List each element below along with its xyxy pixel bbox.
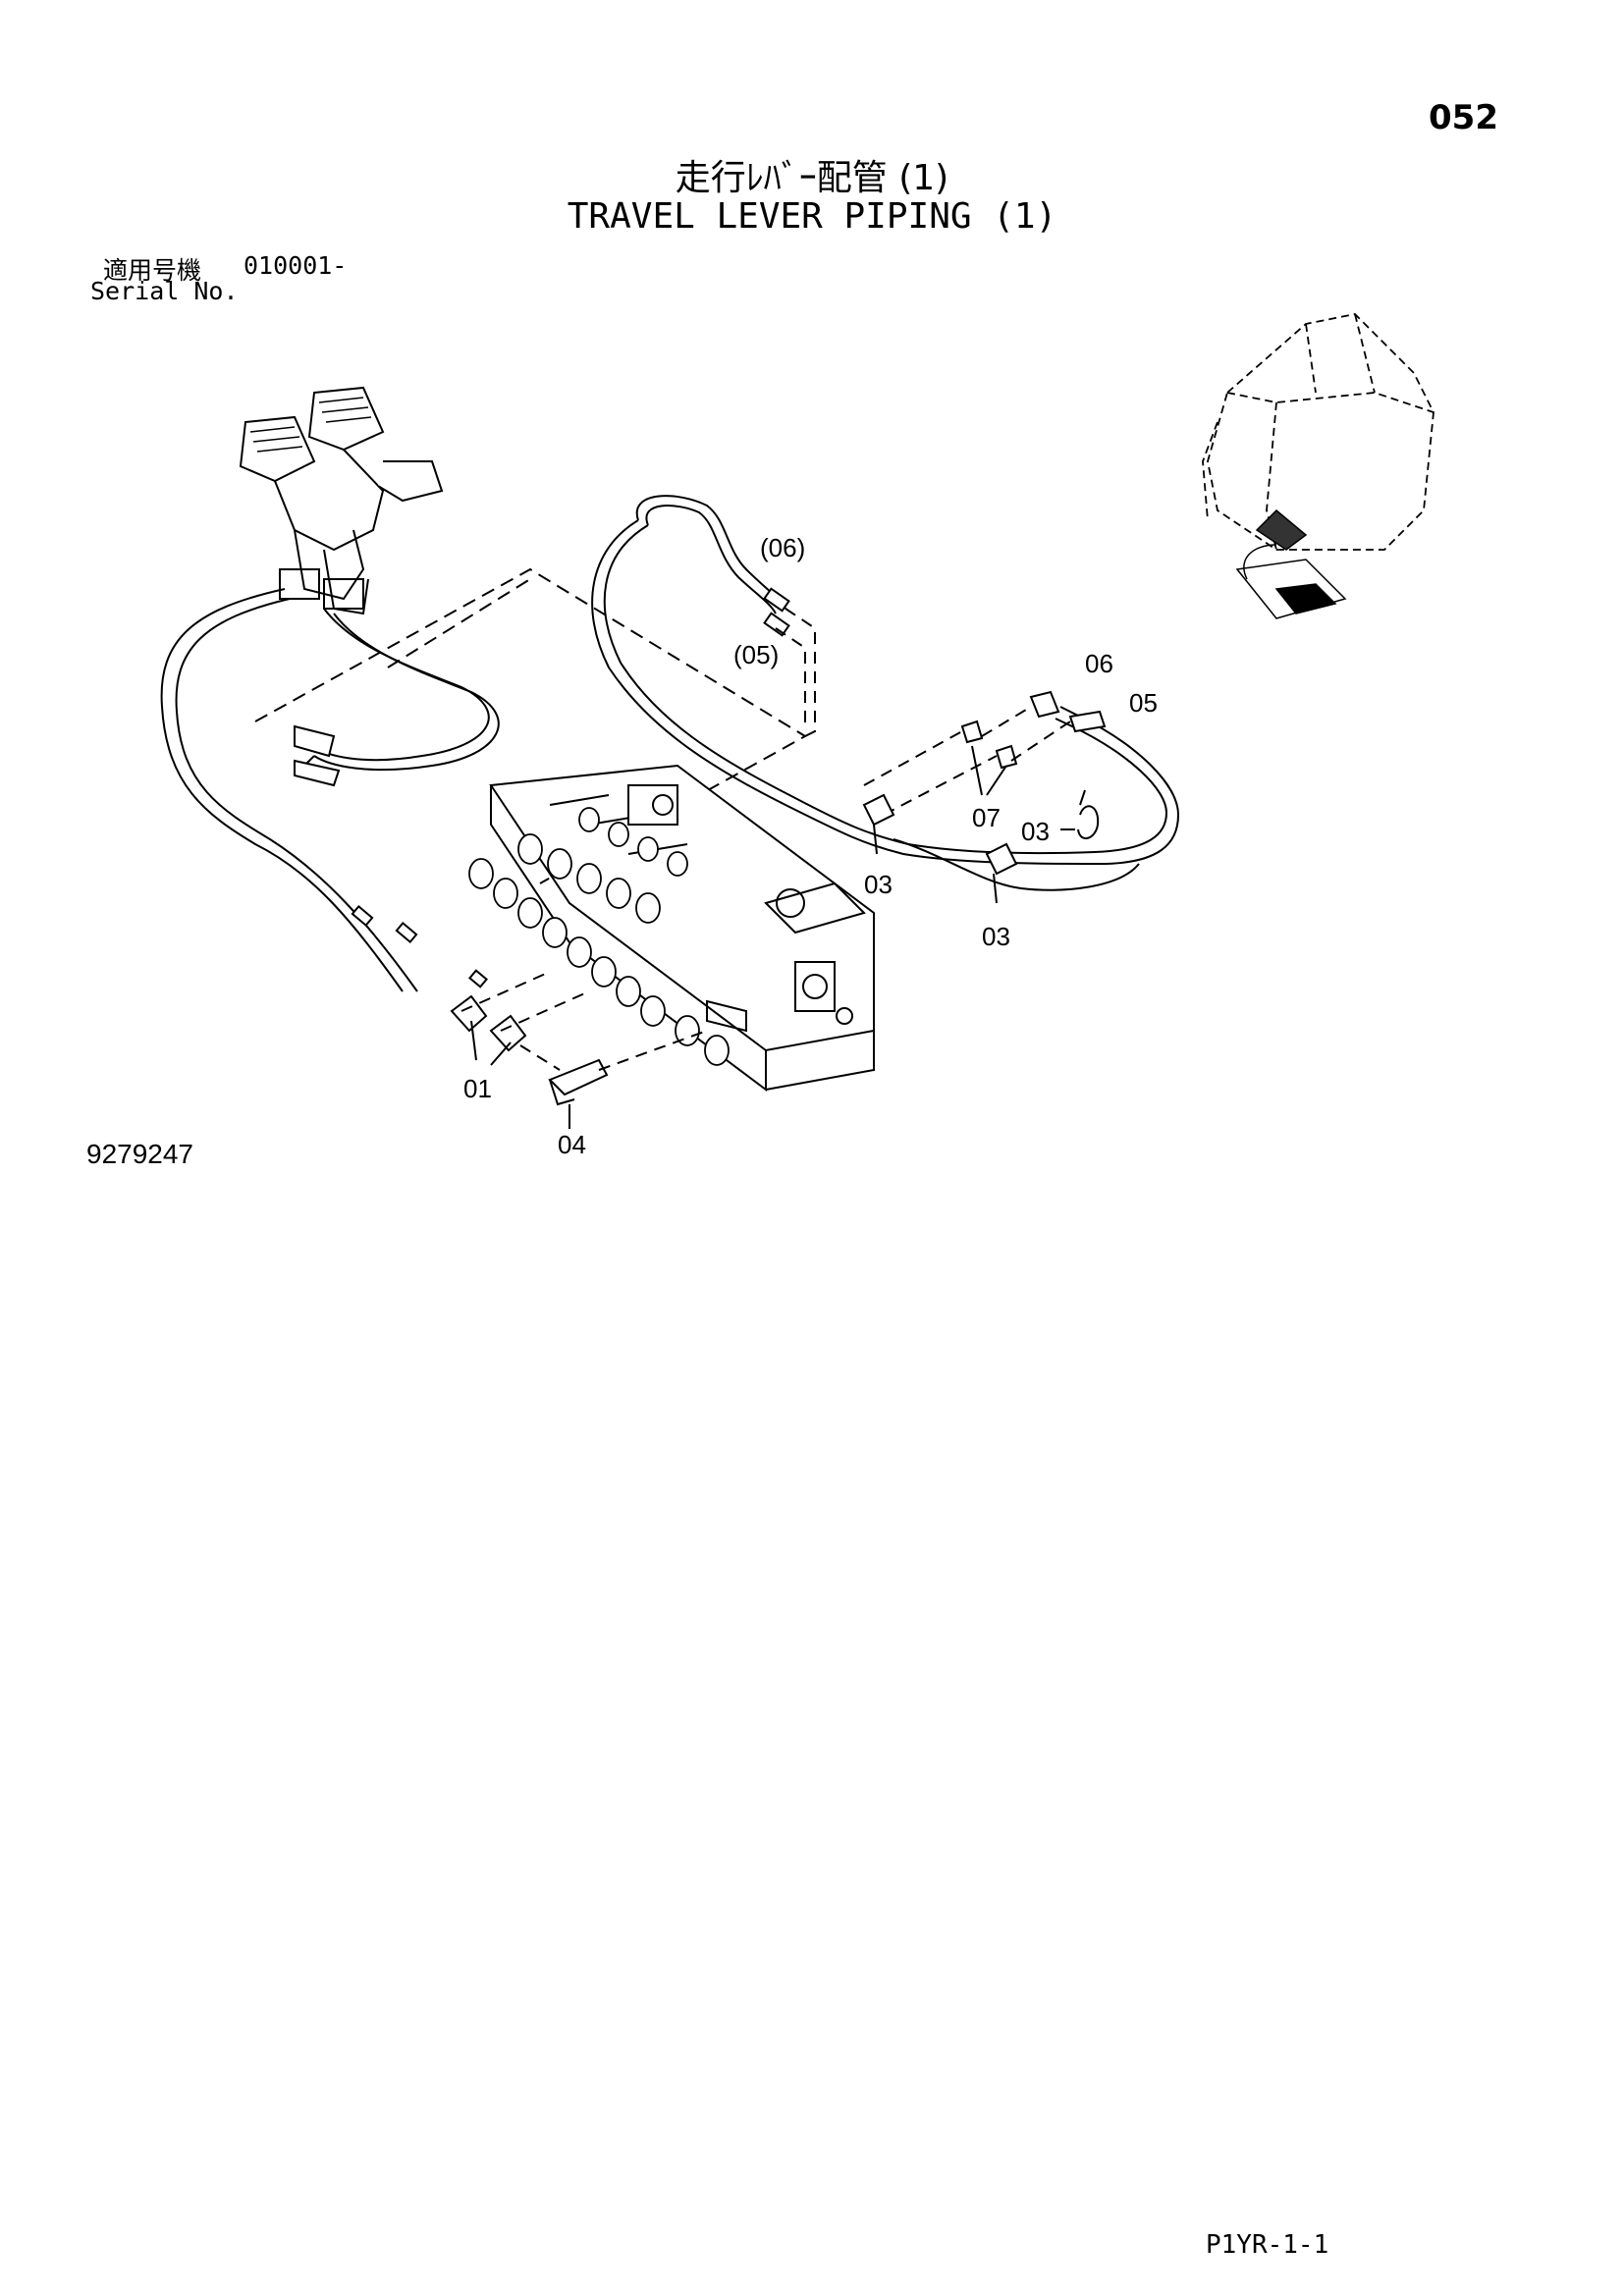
callout-07: 07 bbox=[972, 803, 1001, 832]
travel-pedal-assembly bbox=[239, 386, 444, 615]
title-japanese: 走行ﾚﾊﾞｰ配管 (1) bbox=[675, 158, 949, 198]
cab-outline bbox=[1202, 313, 1435, 551]
footer-code: P1YR-1-1 bbox=[1206, 2230, 1329, 2260]
cab-pedal-detail bbox=[1235, 508, 1347, 619]
page-number: 052 bbox=[1429, 98, 1498, 137]
serial-label-japanese: 適用号機 bbox=[103, 256, 202, 285]
callout-01: 01 bbox=[463, 1074, 492, 1103]
control-valve-block bbox=[468, 764, 875, 1092]
callout-03-right: 03 bbox=[1021, 817, 1050, 846]
callout-05: 05 bbox=[1129, 688, 1158, 718]
callout-03-lower: 03 bbox=[982, 922, 1010, 951]
callout-04: 04 bbox=[558, 1130, 586, 1159]
title-english: TRAVEL LEVER PIPING (1) bbox=[567, 196, 1057, 237]
serial-label-english: Serial No. bbox=[90, 277, 239, 305]
callout-03-center: 03 bbox=[864, 870, 893, 899]
callout-06: 06 bbox=[1085, 649, 1113, 678]
callout-06-parenthesized: (06) bbox=[760, 533, 805, 562]
serial-value: 010001- bbox=[244, 251, 348, 280]
drawing-number: 9279247 bbox=[86, 1139, 194, 1169]
callout-05-parenthesized: (05) bbox=[733, 640, 779, 669]
